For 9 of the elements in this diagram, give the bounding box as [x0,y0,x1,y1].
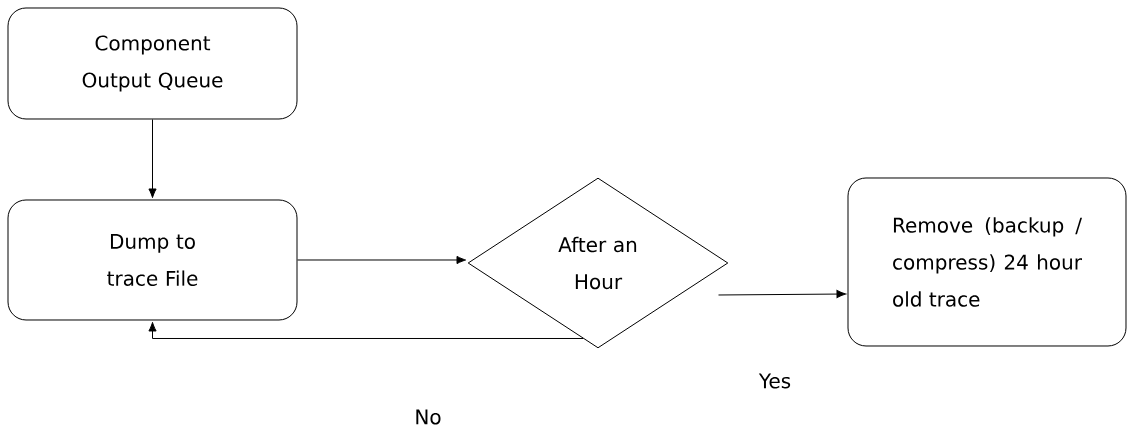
process-box: Component Output Queue [7,7,298,120]
arrow [148,321,584,339]
edge-label: No [412,407,444,427]
arrow [148,119,157,199]
arrow [297,255,467,265]
process-box: Remove (backup / compress) 24 hour old trace [847,177,1127,347]
process-box: Dump to trace File [7,199,298,321]
edge-label: Yes [756,371,794,391]
arrow [718,290,847,299]
